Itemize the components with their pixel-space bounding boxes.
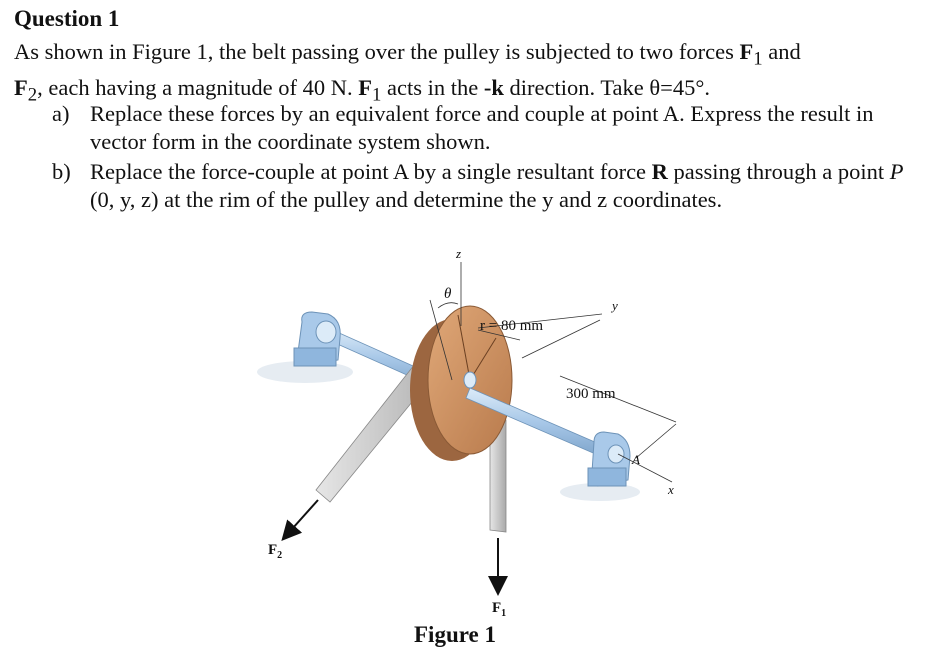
force-f2-subscript: 2 bbox=[27, 84, 38, 105]
x-axis-label: x bbox=[667, 482, 674, 497]
intro-text-2: and bbox=[762, 39, 801, 64]
force-f1-subscript: 1 bbox=[753, 48, 763, 70]
bearing-right bbox=[587, 431, 631, 487]
force-f2-symbol: F bbox=[14, 74, 28, 100]
distance-line-1 bbox=[521, 319, 601, 359]
f1-label: F1 bbox=[492, 600, 506, 619]
figure-diagram: z θ r = 80 mm y 300 mm A x F2 F1 bbox=[257, 246, 677, 619]
radius-leader bbox=[477, 329, 521, 341]
part-b: b) Replace the force-couple at point A b… bbox=[52, 158, 922, 214]
f2-label-symbol: F bbox=[268, 542, 277, 558]
part-b-text-2: passing through a point bbox=[667, 159, 890, 184]
force-f1-subscript-2: 1 bbox=[372, 84, 382, 105]
part-a-text: Replace these forces by an equivalent fo… bbox=[90, 101, 874, 154]
force-f2-arrow bbox=[281, 499, 319, 541]
distance-line-3 bbox=[635, 423, 677, 459]
distance-line-2 bbox=[559, 375, 677, 423]
f2-label: F2 bbox=[268, 542, 282, 561]
force-f1-symbol-2: F bbox=[358, 74, 373, 100]
f2-label-subscript: 2 bbox=[277, 550, 282, 561]
point-p-symbol: P bbox=[889, 159, 904, 184]
intro-text-4: acts in the bbox=[381, 74, 484, 100]
y-axis-label: y bbox=[610, 298, 618, 313]
figure-caption: Figure 1 bbox=[414, 622, 496, 647]
point-a-label: A bbox=[631, 452, 640, 467]
part-b-text: Replace the force-couple at point A by a… bbox=[90, 158, 922, 214]
radius-label: r = 80 mm bbox=[480, 318, 543, 334]
part-a-label: a) bbox=[52, 101, 70, 126]
resultant-r-symbol: R bbox=[651, 159, 668, 184]
pulley bbox=[410, 305, 513, 461]
direction-k: -k bbox=[483, 74, 504, 100]
bearing-right-shadow bbox=[560, 483, 640, 501]
f1-label-subscript: 1 bbox=[501, 608, 506, 619]
part-b-text-3: (0, y, z) at the rim of the pulley and d… bbox=[90, 187, 723, 212]
part-b-text-1: Replace the force-couple at point A by a… bbox=[90, 159, 652, 184]
intro-text-3: , each having a magnitude of 40 N. bbox=[37, 74, 359, 100]
question-title: Question 1 bbox=[14, 6, 120, 31]
theta-label: θ bbox=[444, 286, 452, 302]
intro-text-5: direction. Take θ=45°. bbox=[503, 74, 710, 100]
x-axis-line bbox=[617, 453, 673, 483]
theta-reference-line bbox=[429, 299, 453, 381]
part-b-label: b) bbox=[52, 159, 71, 184]
intro-text-1: As shown in Figure 1, the belt passing o… bbox=[14, 39, 740, 64]
bearing-left bbox=[293, 311, 341, 367]
f1-label-symbol: F bbox=[492, 600, 501, 616]
distance-label: 300 mm bbox=[566, 386, 616, 402]
question-intro: As shown in Figure 1, the belt passing o… bbox=[14, 38, 929, 109]
y-axis-line bbox=[477, 313, 603, 329]
z-axis-label: z bbox=[455, 246, 461, 261]
force-f1-symbol: F bbox=[739, 39, 754, 64]
part-a: a) Replace these forces by an equivalent… bbox=[52, 100, 922, 156]
theta-arc bbox=[437, 302, 459, 309]
